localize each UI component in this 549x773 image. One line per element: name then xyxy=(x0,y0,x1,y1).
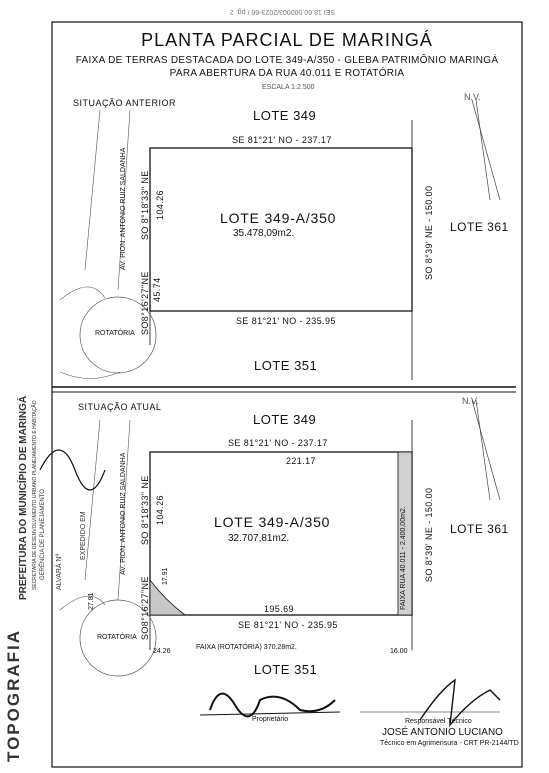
lote-main-atual: LOTE 349-A/350 xyxy=(214,514,331,530)
top-measure-anterior: SE 81°21' NO - 237.17 xyxy=(232,135,332,145)
len-2781: 27.81 xyxy=(88,592,95,610)
right-measure-atual: SO 8°39' NE - 150.00 xyxy=(424,487,434,582)
inner-top-atual: 221.17 xyxy=(286,456,316,466)
len-2426: 24.26 xyxy=(153,648,171,655)
avenue-atual: AV. PION. ANTONIO RUIZ SALDANHA xyxy=(120,452,127,575)
faixa-rua-label: FAIXA RUA 40.011 - 2.400,00m2. xyxy=(400,506,407,610)
scale-label: ESCALA 1:2.500 xyxy=(262,84,315,91)
left-length1-anterior: 104.26 xyxy=(155,190,165,220)
bottom-measure-anterior: SE 81°21' NO - 235.95 xyxy=(236,316,336,326)
top-measure-atual: SE 81°21' NO - 237.17 xyxy=(228,438,328,448)
area-anterior: 35.478,09m2. xyxy=(233,228,295,239)
faixa-rotatoria xyxy=(149,578,187,616)
left-length2-anterior: 45.74 xyxy=(152,277,162,302)
len-1600: 16.00 xyxy=(390,648,408,655)
left-measure1-anterior: SO 8°18'33" NE xyxy=(140,170,150,240)
rotatoria-atual: ROTATÓRIA xyxy=(97,634,137,641)
owner-label: Proprietário xyxy=(252,716,289,723)
lote-351-atual: LOTE 351 xyxy=(254,662,318,677)
subtitle-line2: PARA ABERTURA DA RUA 40.011 E ROTATÓRIA xyxy=(169,68,405,79)
left-measure1-atual: SO 8°18'33" NE xyxy=(140,475,150,545)
north-label-1: N.V. xyxy=(464,92,481,102)
lote-361-atual: LOTE 361 xyxy=(450,522,509,536)
avenue-anterior: AV. PION. ANTONIO RUIZ SALDANHA xyxy=(120,147,127,270)
tech-registration: Técnico em Agrimensura - CRT PR-2144/TD xyxy=(380,740,519,747)
situacao-atual-label: SITUAÇÃO ATUAL xyxy=(78,402,162,412)
alvara-stamp: ALVARÁ Nº xyxy=(56,553,63,590)
secretaria-stamp: SECRETARIA DE DESENVOLVIMENTO URBANO PLA… xyxy=(32,400,38,590)
topografia-label: TOPOGRAFIA xyxy=(4,628,23,762)
inner-bottom-atual: 195.69 xyxy=(264,604,294,614)
lote-351-anterior: LOTE 351 xyxy=(254,358,318,373)
lote-349-atual: LOTE 349 xyxy=(253,412,317,427)
lote-361-anterior: LOTE 361 xyxy=(450,220,509,234)
prefeitura-stamp: PREFEITURA DO MUNICÍPIO DE MARINGÁ xyxy=(18,395,29,600)
left-measure2-anterior: SO8°16'27"NE xyxy=(140,271,150,335)
tech-name: JOSÉ ANTONIO LUCIANO xyxy=(382,727,503,738)
left-length1-atual: 104.26 xyxy=(155,495,165,525)
rotatoria-anterior: ROTATÓRIA xyxy=(95,330,135,337)
page-title: PLANTA PARCIAL DE MARINGÁ xyxy=(141,30,433,50)
bottom-measure-atual: SE 81°21' NO - 235.95 xyxy=(238,620,338,630)
area-atual: 32.707,81m2. xyxy=(228,533,290,544)
faixa-rotatoria-label: FAIXA (ROTATÓRIA) 370,28m2. xyxy=(196,644,297,651)
tech-role: Responsável Técnico xyxy=(405,718,472,725)
left-measure2-atual: SO8°16'27"NE xyxy=(140,576,150,640)
lote-main-anterior: LOTE 349-A/350 xyxy=(220,210,337,226)
gerencia-stamp: GERÊNCIA DE PLANEJAMENTO xyxy=(40,489,46,580)
north-label-2: N.V. xyxy=(462,396,479,406)
len-1791: 17.91 xyxy=(162,567,169,585)
header-stamp: SEI 18.60.000003/2023-66 / pg. 2 xyxy=(230,8,336,15)
subtitle-line1: FAIXA DE TERRAS DESTACADA DO LOTE 349-A/… xyxy=(75,55,499,66)
situacao-anterior-label: SITUAÇÃO ANTERIOR xyxy=(73,98,177,108)
expedido-stamp: EXPEDIDO EM xyxy=(80,511,87,560)
lote-349-anterior: LOTE 349 xyxy=(253,108,317,123)
right-measure-anterior: SO 8°39' NE - 150.00 xyxy=(424,185,434,280)
